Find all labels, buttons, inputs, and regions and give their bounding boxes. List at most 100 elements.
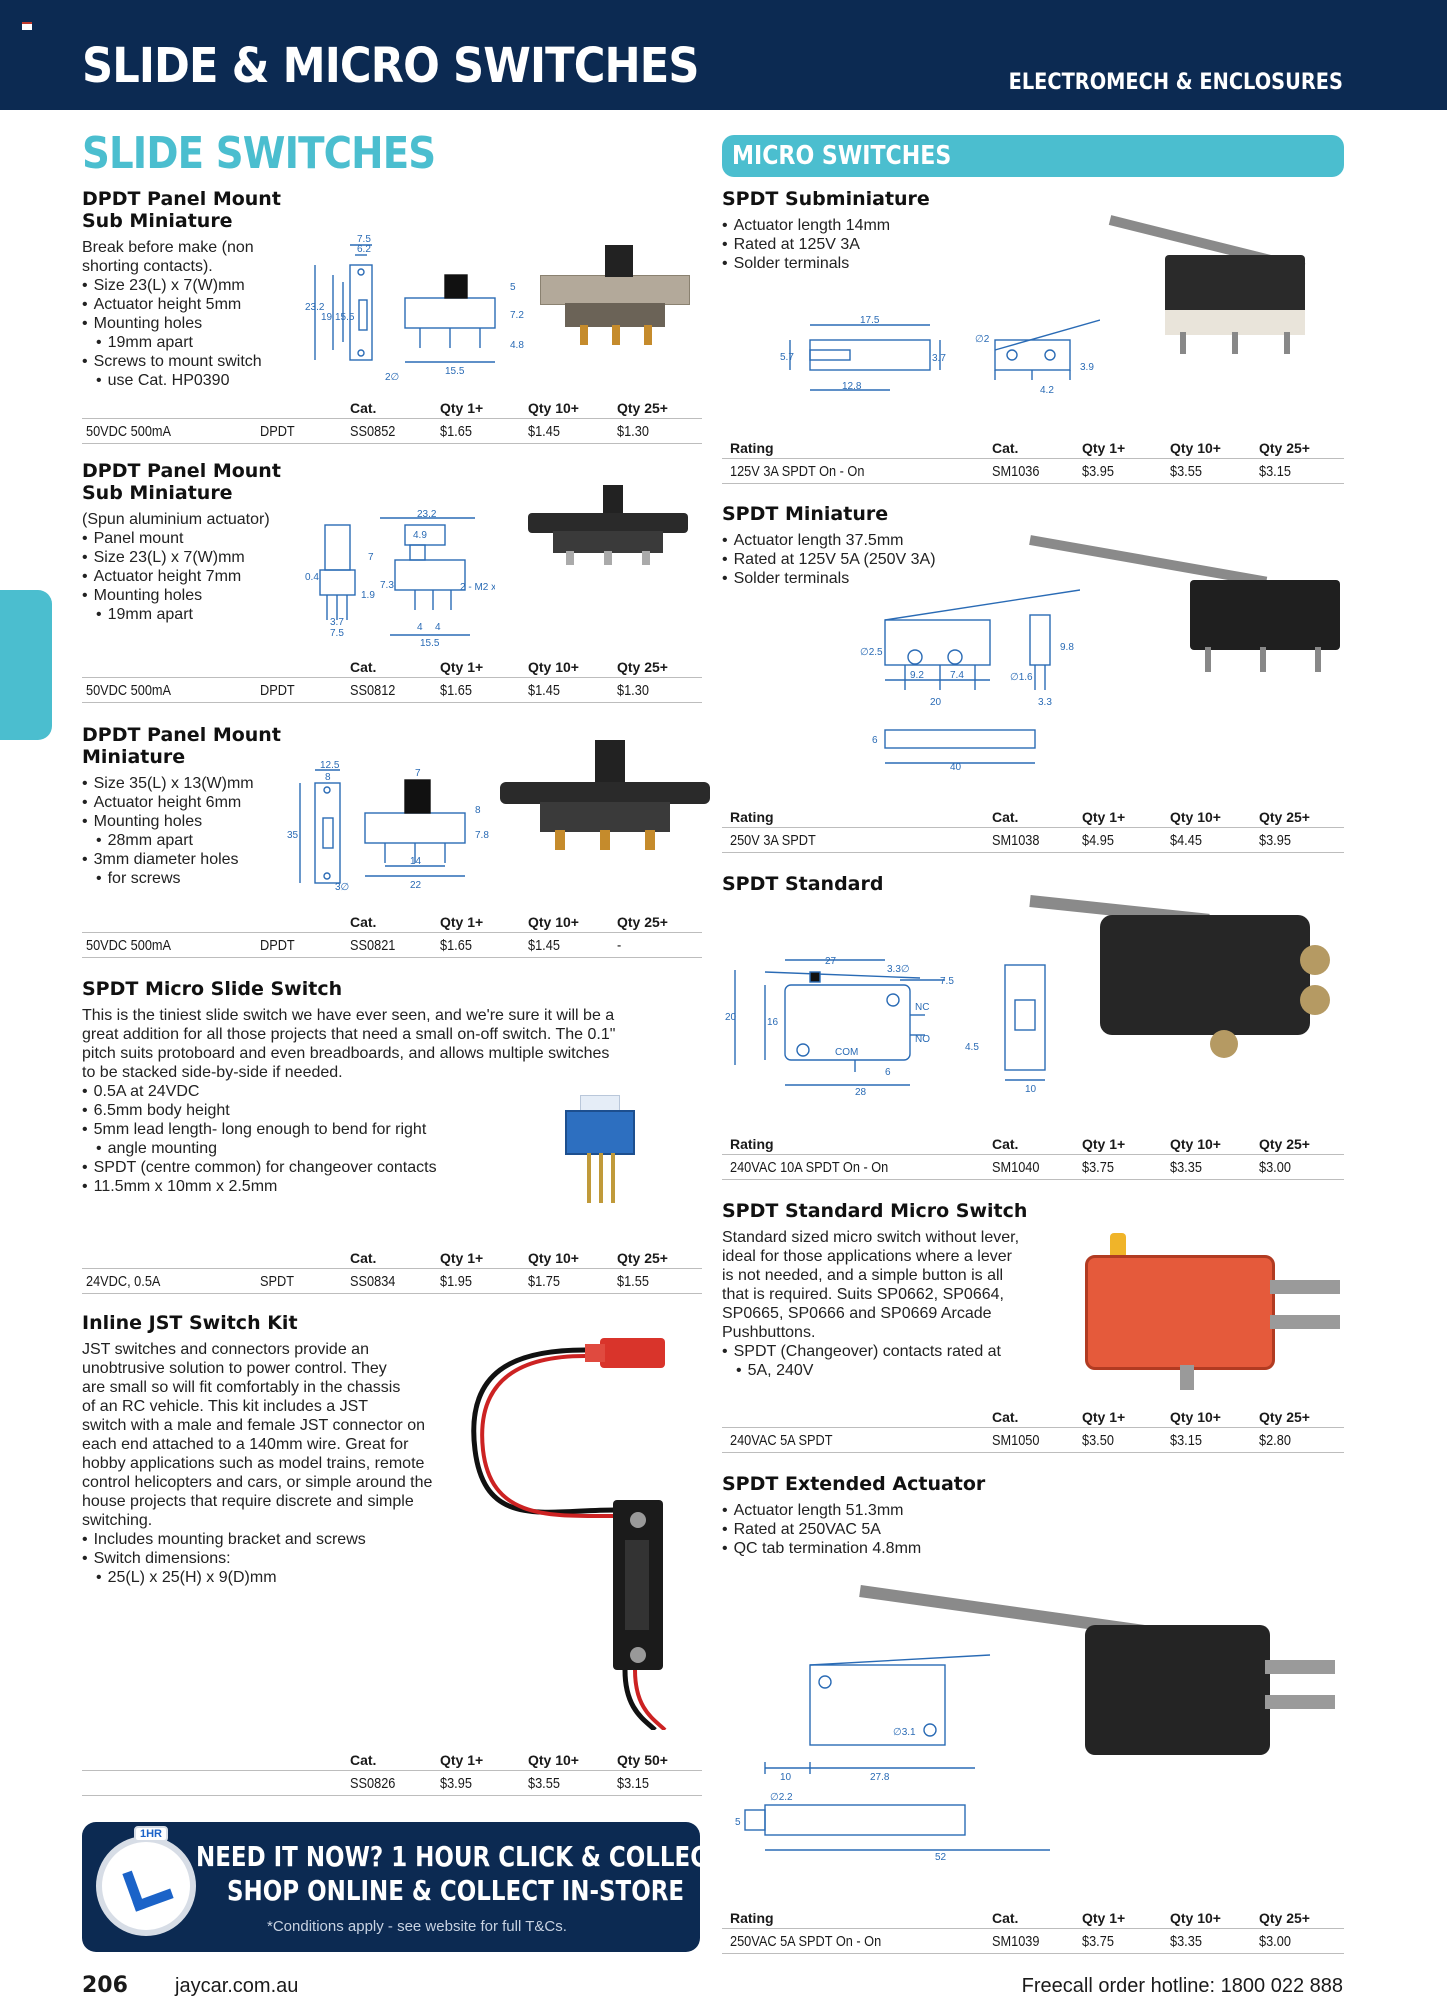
product-desc: This is the tiniest slide switch we have…: [82, 1007, 615, 1024]
svg-text:2∅: 2∅: [385, 372, 399, 380]
bullet: Actuator length 37.5mm: [722, 531, 1042, 550]
sm1038-photo: [1025, 525, 1345, 675]
product-title: Inline JST Switch Kit: [82, 1312, 298, 1334]
svg-text:4: 4: [417, 622, 423, 633]
bullet: Actuator length 51.3mm: [722, 1501, 1042, 1520]
svg-text:35: 35: [287, 830, 299, 841]
website-link[interactable]: jaycar.com.au: [175, 1975, 299, 1997]
table-row: SS0826$3.95$3.55$3.15: [82, 1770, 702, 1796]
svg-text:∅2: ∅2: [975, 334, 990, 345]
bullet: SPDT (centre common) for changeover cont…: [82, 1158, 702, 1177]
click-collect-banner[interactable]: 1HR NEED IT NOW? 1 HOUR CLICK & COLLECT …: [82, 1822, 723, 1952]
sm1040-photo: [1029, 890, 1345, 1070]
svg-text:2 - M2 x 0.4: 2 - M2 x 0.4: [460, 582, 495, 593]
bullet: Rated at 125V 3A: [722, 235, 1022, 254]
product-desc: each end attached to a 140mm wire. Great…: [82, 1436, 409, 1453]
svg-text:8: 8: [475, 805, 481, 816]
page-title: SLIDE & MICRO SWITCHES: [82, 38, 700, 94]
product-title: DPDT Panel Mount Sub Miniature: [82, 188, 281, 232]
product-sm1038: SPDT Miniature Actuator length 37.5mm Ra…: [722, 503, 1042, 588]
bullet: QC tab termination 4.8mm: [722, 1539, 1042, 1558]
svg-text:23.2: 23.2: [417, 510, 437, 520]
svg-text:∅1.6: ∅1.6: [1010, 672, 1033, 683]
svg-text:3.3∅: 3.3∅: [887, 964, 910, 975]
svg-text:27.8: 27.8: [870, 1772, 890, 1783]
bullet: Mounting holes: [82, 586, 322, 605]
product-desc: unobtrusive solution to power control. T…: [82, 1360, 387, 1377]
product-title: SPDT Micro Slide Switch: [82, 978, 343, 1000]
bullet-cont: 28mm apart: [82, 831, 322, 850]
product-sm1036: SPDT Subminiature Actuator length 14mm R…: [722, 188, 1022, 273]
bullet: Actuator height 6mm: [82, 793, 322, 812]
product-desc: Standard sized micro switch without leve…: [722, 1229, 1020, 1246]
product-desc: great addition for all those projects th…: [82, 1026, 616, 1043]
product-desc: switching.: [82, 1512, 153, 1529]
svg-text:3.3: 3.3: [1038, 697, 1052, 708]
ss0821-photo: [500, 740, 710, 870]
clock-badge: 1HR: [134, 1826, 169, 1842]
svg-text:9.8: 9.8: [1060, 642, 1074, 653]
product-desc: SP0665, SP0666 and SP0669 Arcade: [722, 1305, 992, 1322]
bullet: Includes mounting bracket and screws: [82, 1530, 502, 1549]
bullet: 6.5mm body height: [82, 1101, 702, 1120]
bullet: Actuator height 7mm: [82, 567, 322, 586]
svg-text:19: 19: [321, 312, 333, 323]
svg-text:7.2: 7.2: [510, 310, 524, 321]
product-sm1040: SPDT Standard: [722, 873, 1022, 901]
product-ss0826: Inline JST Switch Kit JST switches and c…: [82, 1312, 502, 1587]
bullet: Actuator length 14mm: [722, 216, 1022, 235]
svg-text:∅2.5: ∅2.5: [860, 647, 883, 658]
product-desc: JST switches and connectors provide an: [82, 1341, 369, 1358]
product-ss0821: DPDT Panel Mount Miniature Size 35(L) x …: [82, 724, 322, 888]
promo-line-2: SHOP ONLINE & COLLECT IN-STORE: [227, 1874, 685, 1907]
bullet: Rated at 125V 5A (250V 3A): [722, 550, 1042, 569]
product-desc: to be stacked side-by-side if needed.: [82, 1064, 343, 1081]
bullet: Solder terminals: [722, 569, 1042, 588]
bullet: Mounting holes: [82, 314, 322, 333]
bullet: Switch dimensions:: [82, 1549, 502, 1568]
svg-text:27: 27: [825, 956, 837, 967]
bullet: Panel mount: [82, 529, 322, 548]
product-title: DPDT Panel Mount Miniature: [82, 724, 281, 768]
sm1039-photo: [855, 1575, 1345, 1765]
bullet: Size 23(L) x 7(W)mm: [82, 548, 322, 567]
product-intro: shorting contacts).: [82, 258, 213, 275]
header-bar: SLIDE & MICRO SWITCHES ELECTROMECH & ENC…: [0, 0, 1447, 110]
svg-text:28: 28: [855, 1087, 867, 1098]
bullet-cont: 19mm apart: [82, 605, 322, 624]
ss0826-photo: [471, 1338, 667, 1730]
svg-text:20: 20: [930, 697, 942, 708]
bullet: 0.5A at 24VDC: [82, 1082, 702, 1101]
bullet-cont: for screws: [82, 869, 322, 888]
svg-text:52: 52: [935, 1852, 947, 1860]
product-desc: hobby applications such as model trains,…: [82, 1455, 425, 1472]
ss0834-photo: [565, 1095, 635, 1210]
svg-text:NC: NC: [915, 1002, 929, 1013]
svg-text:20: 20: [725, 1012, 737, 1023]
product-desc: control helicopters and cars, or simple …: [82, 1474, 433, 1491]
slide-switches-heading: SLIDE SWITCHES: [82, 128, 436, 179]
svg-text:16: 16: [767, 1017, 779, 1028]
svg-text:23.2: 23.2: [305, 302, 325, 313]
bullet-cont: 19mm apart: [82, 333, 322, 352]
bullet: Size 35(L) x 13(W)mm: [82, 774, 322, 793]
svg-text:6: 6: [872, 735, 878, 746]
bullet: 5mm lead length- long enough to bend for…: [82, 1120, 702, 1139]
svg-text:5: 5: [510, 282, 516, 293]
ss0812-dimension-diagram: 23.24.97 0.41.97.3 3.77.52 - M2 x 0.4 44…: [305, 510, 495, 649]
svg-text:4: 4: [435, 622, 441, 633]
ss0812-photo: [528, 485, 688, 585]
svg-text:7: 7: [415, 768, 421, 779]
